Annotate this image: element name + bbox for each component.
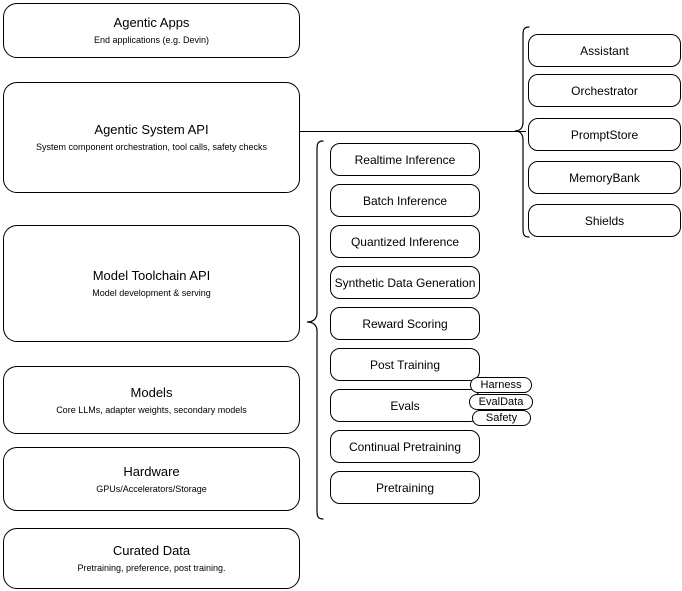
system-component-memorybank[interactable]: MemoryBank xyxy=(528,161,681,194)
component-label: Shields xyxy=(584,213,625,228)
evals-subcomponent-safety[interactable]: Safety xyxy=(472,410,531,426)
toolchain-component-realtime-inference[interactable]: Realtime Inference xyxy=(330,143,480,176)
toolchain-component-quantized-inference[interactable]: Quantized Inference xyxy=(330,225,480,258)
component-label: Synthetic Data Generation xyxy=(334,275,476,290)
component-label: Orchestrator xyxy=(571,83,638,98)
layer-subtitle: End applications (e.g. Devin) xyxy=(93,35,210,45)
system-component-shields[interactable]: Shields xyxy=(528,204,681,237)
layer-box-agentic-apps[interactable]: Agentic Apps End applications (e.g. Devi… xyxy=(3,3,300,58)
component-label: Reward Scoring xyxy=(362,316,448,331)
component-label: MemoryBank xyxy=(569,170,640,185)
layer-title: Hardware xyxy=(123,463,180,479)
system-component-orchestrator[interactable]: Orchestrator xyxy=(528,74,681,107)
system-component-assistant[interactable]: Assistant xyxy=(528,34,681,67)
layer-subtitle: Core LLMs, adapter weights, secondary mo… xyxy=(56,404,247,415)
toolchain-component-evals[interactable]: Evals xyxy=(330,389,480,422)
pill-label: Safety xyxy=(485,412,518,424)
layer-box-model-toolchain-api[interactable]: Model Toolchain API Model development & … xyxy=(3,225,300,342)
layer-subtitle: Pretraining, preference, post training. xyxy=(77,563,226,573)
layer-subtitle: System component orchestration, tool cal… xyxy=(35,142,268,152)
layer-title: Curated Data xyxy=(112,543,191,558)
toolchain-component-synthetic-data-generation[interactable]: Synthetic Data Generation xyxy=(330,266,480,299)
toolchain-component-batch-inference[interactable]: Batch Inference xyxy=(330,184,480,217)
layer-title: Model Toolchain API xyxy=(92,268,211,283)
component-label: Evals xyxy=(390,398,420,413)
component-label: Quantized Inference xyxy=(350,234,460,249)
toolchain-component-pretraining[interactable]: Pretraining xyxy=(330,471,480,504)
component-label: PromptStore xyxy=(570,127,639,142)
layer-title: Agentic Apps xyxy=(113,15,190,30)
layer-box-models[interactable]: Models Core LLMs, adapter weights, secon… xyxy=(3,366,300,434)
component-label: Pretraining xyxy=(375,480,435,495)
component-label: Continual Pretraining xyxy=(348,439,462,454)
layer-box-hardware[interactable]: Hardware GPUs/Accelerators/Storage xyxy=(3,447,300,511)
brace-toolchain-components xyxy=(306,140,324,520)
toolchain-component-post-training[interactable]: Post Training xyxy=(330,348,480,381)
evals-subcomponent-harness[interactable]: Harness xyxy=(470,377,532,393)
system-component-promptstore[interactable]: PromptStore xyxy=(528,118,681,151)
layer-subtitle: Model development & serving xyxy=(92,288,211,298)
layer-title: Agentic System API xyxy=(94,122,209,137)
brace-system-components xyxy=(514,26,530,238)
layer-title: Models xyxy=(130,384,173,400)
toolchain-component-continual-pretraining[interactable]: Continual Pretraining xyxy=(330,430,480,463)
layer-box-agentic-system-api[interactable]: Agentic System API System component orch… xyxy=(3,82,300,193)
connector-line-system-api xyxy=(300,131,526,132)
toolchain-component-reward-scoring[interactable]: Reward Scoring xyxy=(330,307,480,340)
component-label: Assistant xyxy=(580,43,629,58)
component-label: Post Training xyxy=(369,357,441,372)
component-label: Realtime Inference xyxy=(354,152,456,167)
pill-label: EvalData xyxy=(478,396,524,408)
component-label: Batch Inference xyxy=(362,193,448,208)
evals-subcomponent-evaldata[interactable]: EvalData xyxy=(469,394,533,410)
pill-label: Harness xyxy=(480,379,522,391)
layer-subtitle: GPUs/Accelerators/Storage xyxy=(96,483,207,494)
layer-box-curated-data[interactable]: Curated Data Pretraining, preference, po… xyxy=(3,528,300,589)
